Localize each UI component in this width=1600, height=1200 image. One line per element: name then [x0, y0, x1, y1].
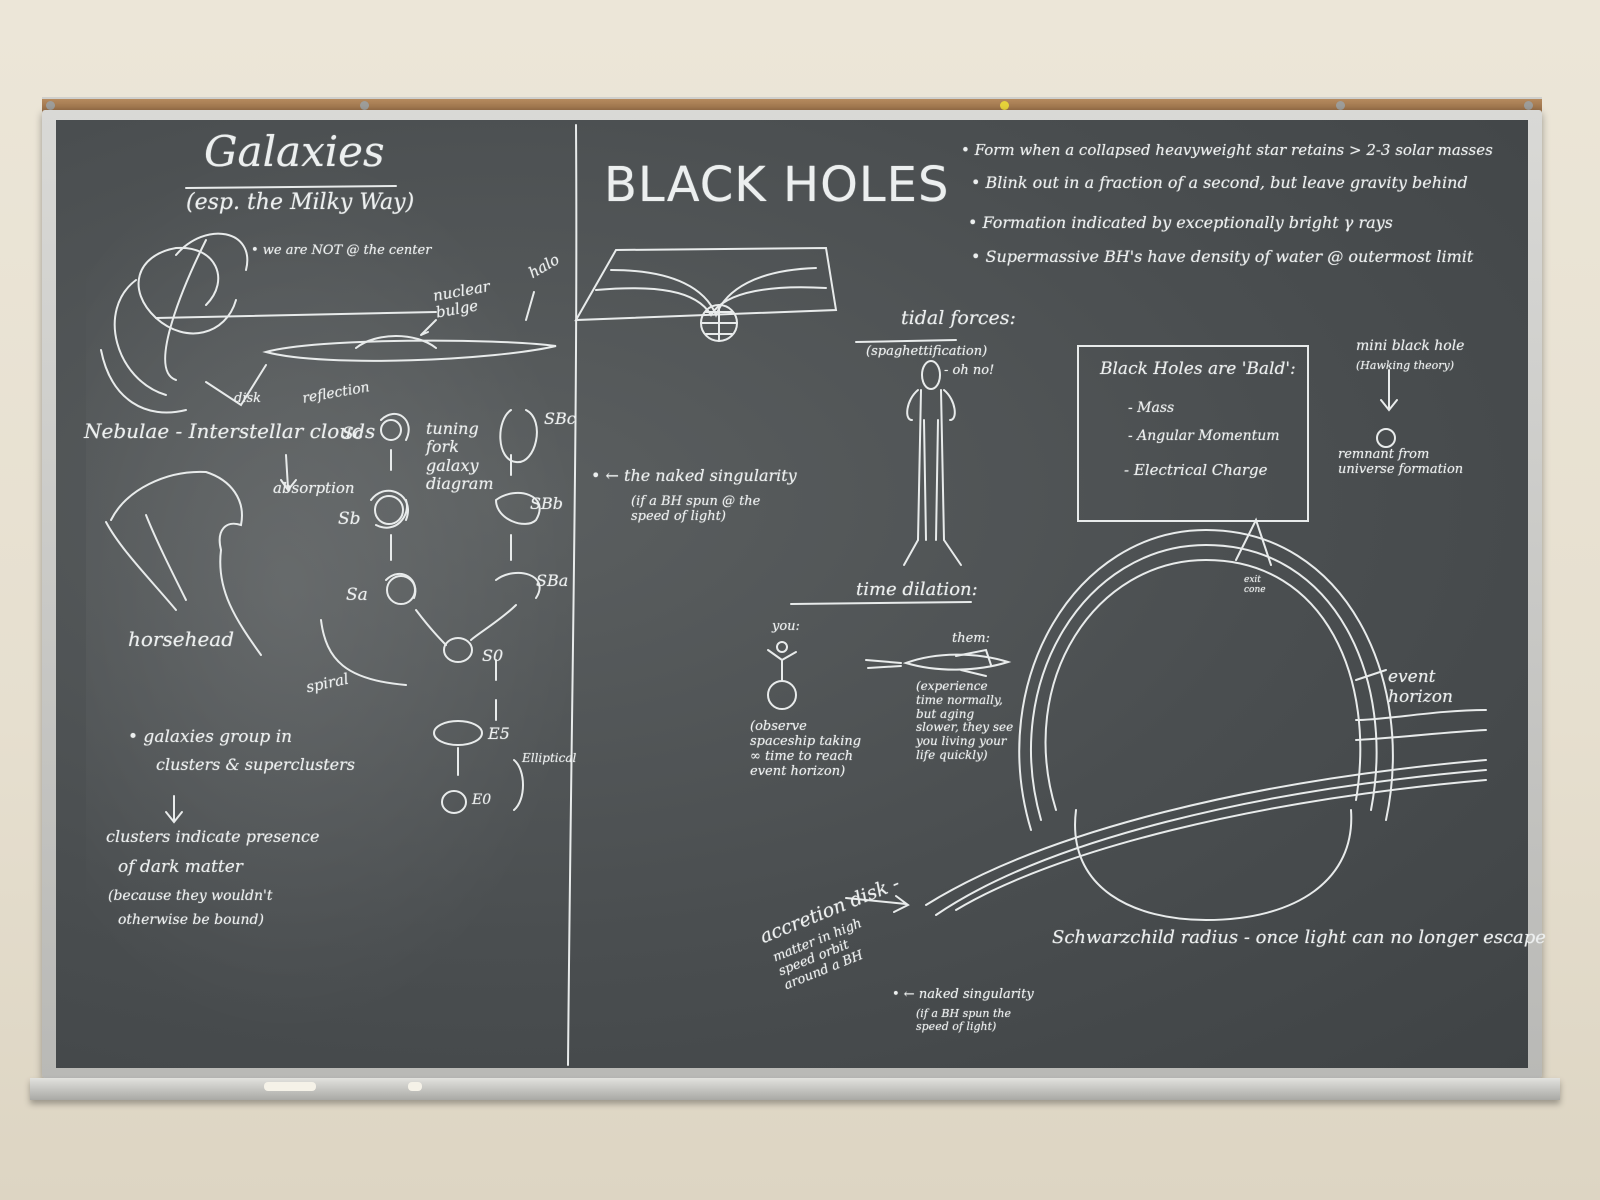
fact-1: • Form when a collapsed heavyweight star…: [961, 141, 1493, 159]
chalk-drawings: [100, 124, 1487, 1066]
down-arrow-icon: [1380, 369, 1398, 412]
pin-icon: [46, 101, 55, 110]
tuning-fork-diagram: [370, 409, 541, 814]
chalk-tray: [30, 1078, 1560, 1100]
time-dilation-label: time dilation:: [856, 579, 978, 600]
class-sba: SBa: [536, 571, 569, 590]
time-dilation-underline: [790, 601, 972, 605]
horsehead-nebula-drawing: [105, 470, 262, 656]
them-label: them:: [952, 631, 990, 646]
class-e0: E0: [472, 792, 492, 808]
class-s0: S0: [482, 646, 504, 665]
dark-matter-note-1: clusters indicate presence: [106, 827, 320, 846]
bald-title: Black Holes are 'Bald':: [1100, 359, 1296, 379]
title-underline: [185, 185, 397, 189]
hawking-label: (Hawking theory): [1356, 359, 1455, 372]
spaceship-drawing: [865, 648, 1012, 677]
divider-line: [567, 124, 578, 1066]
accretion-arrow-icon: [845, 895, 910, 913]
pin-icon: [360, 101, 369, 110]
eraser-icon: [264, 1082, 316, 1091]
tidal-underline: [855, 339, 957, 343]
class-sc: Sc: [342, 424, 364, 444]
experience-note: (experience time normally, but aging slo…: [916, 679, 1014, 762]
galaxies-subtitle: (esp. the Milky Way): [186, 190, 415, 215]
observe-note: (observe spaceship taking ∞ time to reac…: [750, 719, 862, 779]
naked-singularity-1: • ← the naked singularity: [591, 466, 797, 485]
stretched-person-drawing: [903, 360, 962, 566]
pointer-line: [155, 311, 437, 319]
fact-2: • Blink out in a fraction of a second, b…: [971, 173, 1468, 192]
spiral-bracket: [320, 619, 407, 686]
pin-icon: [1336, 101, 1345, 110]
tuning-fork-label: tuning fork galaxy diagram: [426, 419, 494, 494]
naked-singularity-2-sub: (if a BH spun the speed of light): [916, 1007, 1011, 1033]
class-sbb: SBb: [530, 494, 563, 513]
fact-4: • Supermassive BH's have density of wate…: [971, 247, 1474, 266]
fact-3: • Formation indicated by exceptionally b…: [968, 213, 1393, 232]
pin-icon: [1524, 101, 1533, 110]
class-sbc: SBc: [544, 409, 576, 428]
down-arrow-icon: [165, 795, 183, 824]
black-holes-title: BLACK HOLES: [604, 157, 950, 213]
mini-black-hole-label: mini black hole: [1356, 338, 1465, 354]
dark-matter-note-3: (because they wouldn't: [108, 888, 273, 904]
bald-item-angular-momentum: - Angular Momentum: [1128, 428, 1280, 444]
oh-no-label: - oh no!: [944, 363, 995, 378]
schwarzschild-label: Schwarzchild radius - once light can no …: [1052, 927, 1546, 948]
class-sb: Sb: [338, 509, 361, 529]
chalk-piece-icon: [408, 1082, 422, 1091]
disk-label: disk: [234, 391, 262, 406]
spaghettification-label: (spaghettification): [866, 344, 988, 359]
spiral-galaxy-icon: [100, 232, 249, 414]
dark-matter-note-4: otherwise be bound): [118, 912, 264, 928]
naked-singularity-2: • ← naked singularity: [892, 987, 1034, 1002]
edge-on-disk: [262, 339, 557, 362]
clusters-note: clusters & superclusters: [156, 755, 355, 774]
bald-item-mass: - Mass: [1128, 400, 1175, 416]
elliptical-label: Elliptical: [522, 751, 577, 765]
mini-black-hole-icon: [1376, 428, 1396, 448]
eraser-smudge: [86, 140, 586, 1040]
you-label: you:: [772, 619, 800, 634]
event-horizon-label: event horizon: [1388, 667, 1453, 707]
tidal-forces-label: tidal forces:: [901, 307, 1016, 329]
horsehead-label: horsehead: [128, 627, 235, 651]
observer-drawing: [767, 641, 797, 710]
not-center-note: • we are NOT @ the center: [251, 243, 432, 258]
gravity-well-drawing: [574, 246, 838, 342]
class-e5: E5: [488, 724, 510, 743]
nebulae-label: Nebulae - Interstellar clouds: [84, 419, 376, 443]
dark-matter-note-2: of dark matter: [118, 857, 243, 877]
absorption-label: absorption: [273, 479, 355, 497]
galaxies-group-note: • galaxies group in: [128, 727, 293, 747]
galaxies-title: Galaxies: [204, 127, 385, 176]
bald-item-charge: - Electrical Charge: [1124, 461, 1268, 479]
pin-icon: [1000, 101, 1009, 110]
bald-box: [1077, 345, 1309, 522]
class-sa: Sa: [346, 585, 368, 605]
naked-singularity-1-sub: (if a BH spun @ the speed of light): [631, 494, 761, 524]
remnant-label: remnant from universe formation: [1338, 447, 1464, 477]
black-hole-drawing: [925, 517, 1487, 922]
exit-cone-label: exit cone: [1244, 575, 1266, 596]
chalkboard: Galaxies (esp. the Milky Way) • we are N…: [56, 120, 1546, 1068]
